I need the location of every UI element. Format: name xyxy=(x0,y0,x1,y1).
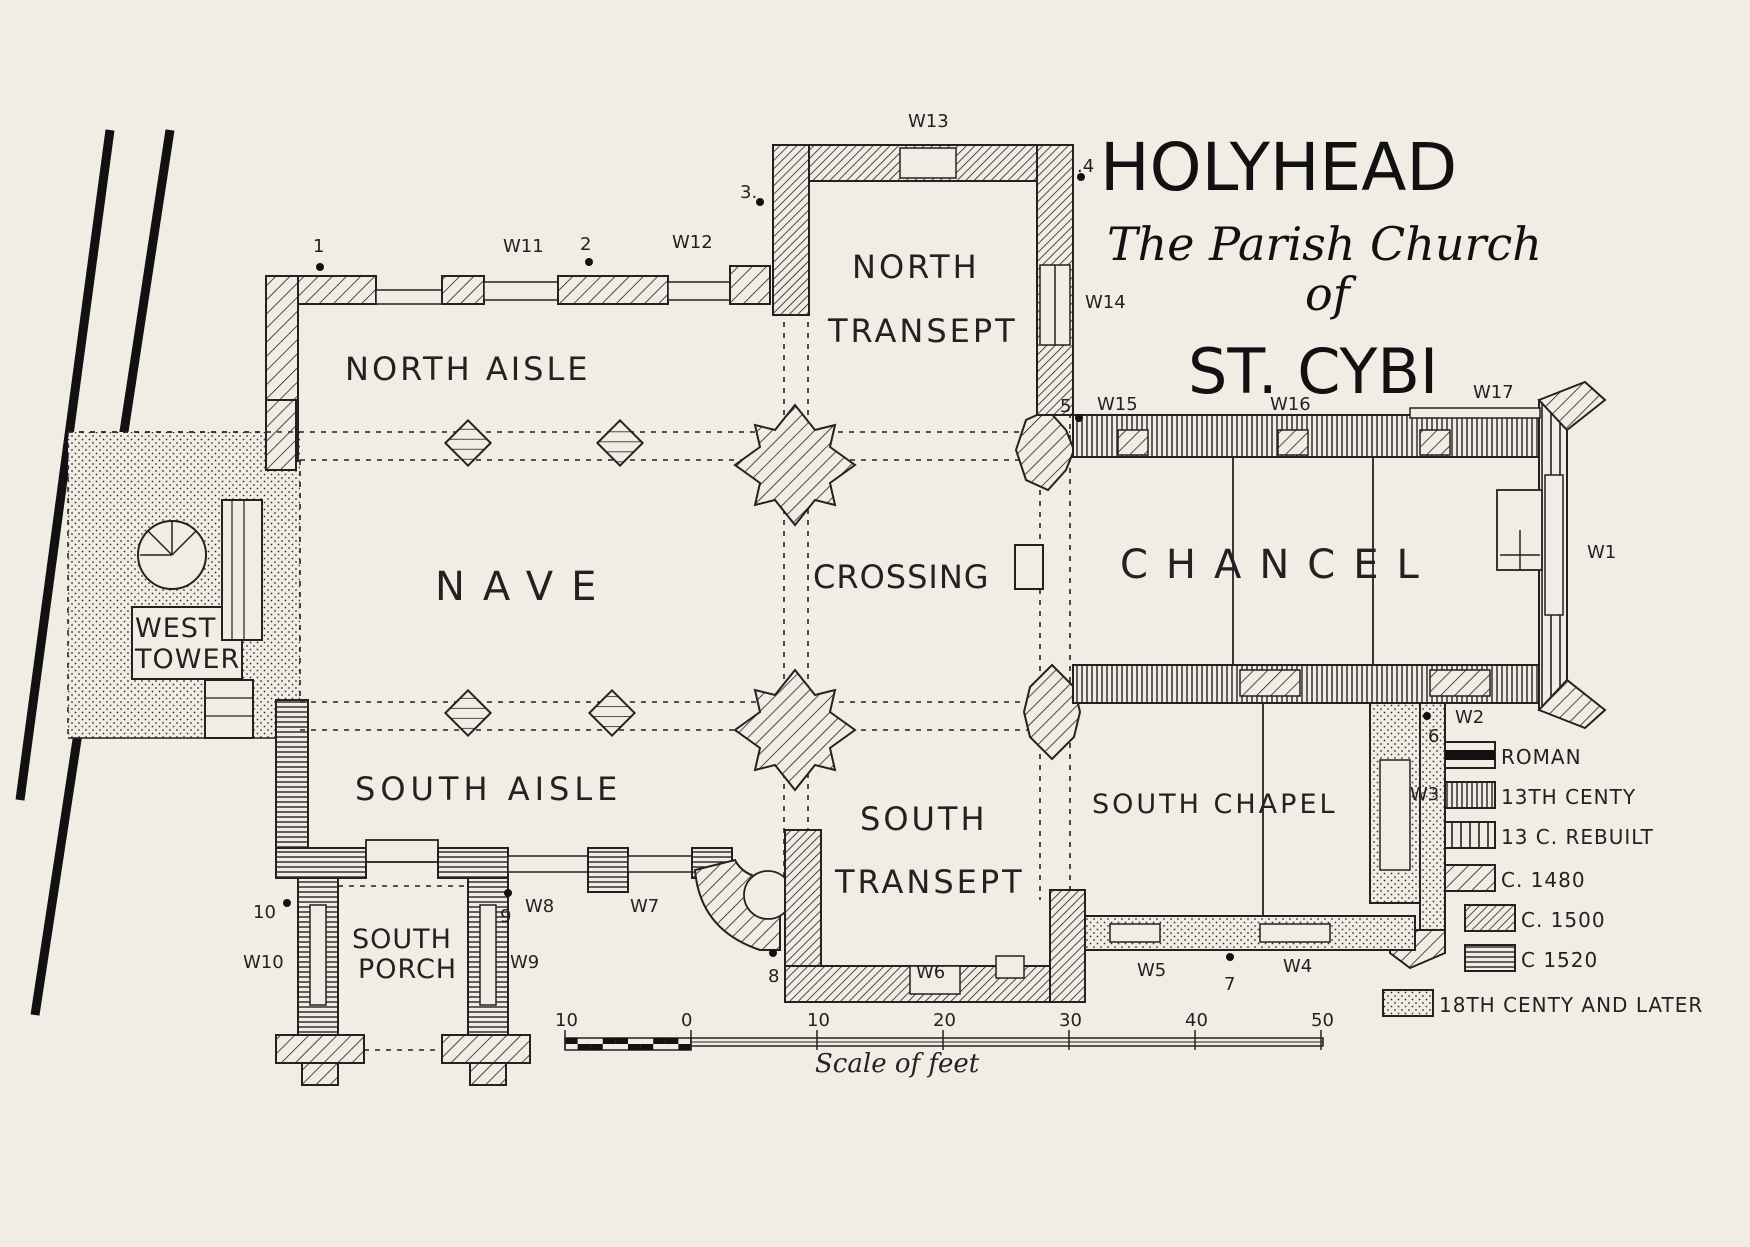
south-aisle-label: SOUTH AISLE xyxy=(355,770,622,808)
nave-label: NAVE xyxy=(435,564,614,610)
marker-1: 1 xyxy=(313,236,324,257)
marker-w2: W2 xyxy=(1455,707,1484,728)
marker-w7: W7 xyxy=(630,896,659,917)
legend-label-5: C 1520 xyxy=(1521,948,1598,972)
scale-check-5 xyxy=(628,1044,641,1050)
scale-bar: 10 0 10 20 30 40 50 Scale of feet xyxy=(555,1010,1334,1079)
south-chapel-walls xyxy=(1084,702,1446,970)
legend-swatch-5 xyxy=(1464,944,1516,972)
south-transept-label-1: SOUTH xyxy=(860,800,988,838)
legend-swatch-band-0 xyxy=(1445,750,1495,760)
scale-check-2 xyxy=(590,1044,603,1050)
marker-w5: W5 xyxy=(1137,960,1166,981)
south-porch-label-1: SOUTH xyxy=(352,924,452,955)
north-transept-label-1: NORTH xyxy=(852,248,980,286)
south-porch-walls xyxy=(275,877,531,1086)
marker-w16: W16 xyxy=(1270,394,1311,415)
south-transept-label-2: TRANSEPT xyxy=(834,863,1025,901)
west-tower xyxy=(67,431,300,739)
scale-tick-label-0: 10 xyxy=(555,1010,578,1031)
legend-swatch-1 xyxy=(1444,781,1496,809)
legend-label-2: 13 C. REBUILT xyxy=(1501,825,1654,849)
scale-check-6 xyxy=(640,1044,654,1050)
scale-tick-label-1: 0 xyxy=(681,1010,692,1031)
marker-w12: W12 xyxy=(672,232,713,253)
marker-w10: W10 xyxy=(243,952,284,973)
marker-4: .4 xyxy=(1077,156,1094,177)
scale-tick-label-5: 40 xyxy=(1185,1010,1208,1031)
scale-label: Scale of feet xyxy=(815,1049,980,1079)
title-line-4: ST. CYBI xyxy=(1188,335,1438,408)
scale-tick-label-4: 30 xyxy=(1059,1010,1082,1031)
scale-tick-label-2: 10 xyxy=(807,1010,830,1031)
scale-tick-label-3: 20 xyxy=(933,1010,956,1031)
north-aisle-label: NORTH AISLE xyxy=(345,350,591,388)
scale-check-0 xyxy=(565,1038,578,1044)
legend-label-6: 18TH CENTY AND LATER xyxy=(1439,993,1703,1017)
marker-w3: W3 xyxy=(1410,784,1439,805)
marker-w1: W1 xyxy=(1587,542,1616,563)
crossing-label: CROSSING xyxy=(813,558,990,596)
marker-7: 7 xyxy=(1224,974,1235,995)
legend-swatch-4 xyxy=(1464,904,1516,932)
marker-w9: W9 xyxy=(510,952,539,973)
marker-w14: W14 xyxy=(1085,292,1126,313)
scale-check-1 xyxy=(577,1044,591,1050)
north-transept-walls xyxy=(772,144,1074,416)
marker-labels: 1 2 3. .4 5 6 7 8 9 10 W1 W2 W3 W4 W5 W6… xyxy=(243,111,1616,995)
south-transept-walls xyxy=(784,829,1086,1003)
title-line-2: The Parish Church xyxy=(1107,217,1542,271)
title-block: HOLYHEAD The Parish Church of ST. CYBI xyxy=(1100,129,1542,408)
marker-w8: W8 xyxy=(525,896,554,917)
scale-tick-label-6: 50 xyxy=(1311,1010,1334,1031)
west-tower-label-2: TOWER xyxy=(134,644,240,675)
nave-piers xyxy=(443,418,645,738)
marker-3: 3. xyxy=(740,182,757,203)
marker-6: 6 xyxy=(1428,726,1439,747)
marker-w13: W13 xyxy=(908,111,949,132)
marker-5: 5 xyxy=(1060,396,1071,417)
marker-w6: W6 xyxy=(916,962,945,983)
chancel-label: CHANCEL xyxy=(1120,542,1437,588)
west-tower-label-1: WEST xyxy=(135,613,216,644)
north-transept-label-2: TRANSEPT xyxy=(827,312,1018,350)
legend-swatch-6 xyxy=(1382,989,1434,1017)
legend-label-1: 13TH CENTY xyxy=(1501,785,1636,809)
south-porch-label-2: PORCH xyxy=(358,954,457,985)
arcade-lines xyxy=(68,270,1071,900)
scale-check-4 xyxy=(615,1038,628,1044)
scale-check-3 xyxy=(602,1038,616,1044)
marker-w17: W17 xyxy=(1473,382,1514,403)
scale-check-9 xyxy=(678,1044,691,1050)
room-labels: NORTH AISLE NAVE WEST TOWER NORTH TRANSE… xyxy=(134,248,1437,985)
reference-dots xyxy=(283,173,1431,961)
scale-check-7 xyxy=(653,1038,666,1044)
marker-2: 2 xyxy=(580,234,591,255)
marker-9: 9 xyxy=(500,906,511,927)
title-line-1: HOLYHEAD xyxy=(1100,129,1457,206)
legend-label-4: C. 1500 xyxy=(1521,908,1606,932)
marker-10: 10 xyxy=(253,902,276,923)
legend-swatch-2 xyxy=(1444,821,1496,849)
legend: ROMAN 13TH CENTY 13 C. REBUILT C. 1480 C. 15… xyxy=(1382,741,1703,1017)
title-line-3: of xyxy=(1305,267,1357,321)
legend-label-3: C. 1480 xyxy=(1501,868,1586,892)
legend-swatch-3 xyxy=(1444,864,1496,892)
marker-w15: W15 xyxy=(1097,394,1138,415)
chancel-walls xyxy=(1072,380,1607,730)
marker-w4: W4 xyxy=(1283,956,1312,977)
scale-check-8 xyxy=(665,1038,679,1044)
marker-8: 8 xyxy=(768,966,779,987)
legend-label-0: ROMAN xyxy=(1501,745,1582,769)
crossing-piers xyxy=(733,403,1082,792)
south-chapel-label: SOUTH CHAPEL xyxy=(1092,789,1338,820)
marker-w11: W11 xyxy=(503,236,544,257)
nave-walls xyxy=(265,265,793,951)
